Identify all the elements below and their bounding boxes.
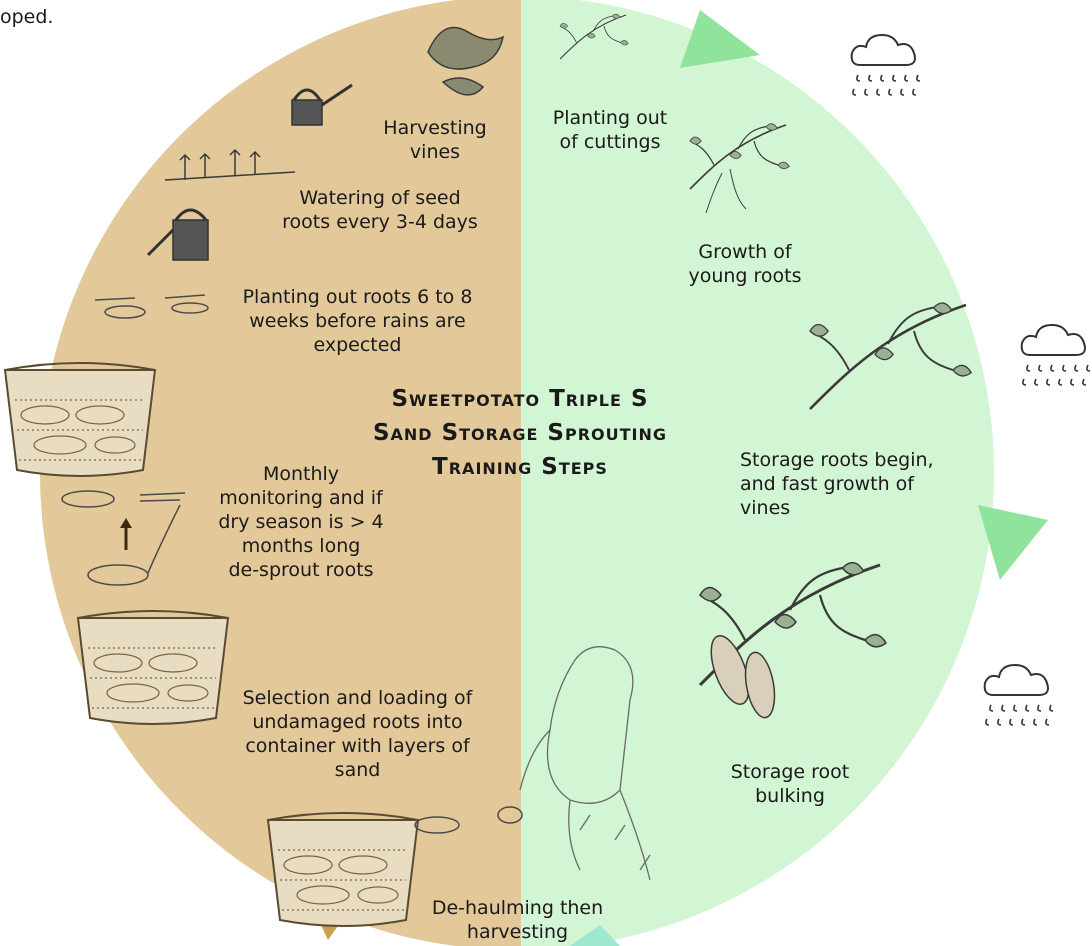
label-line: container with layers of	[205, 734, 510, 758]
header-fragment: oped.	[0, 6, 53, 28]
label-line: monitoring and if	[196, 486, 406, 510]
sand-basket-icon	[268, 813, 418, 926]
label-line: De-haulming then	[400, 896, 635, 920]
label-line: undamaged roots into	[205, 710, 510, 734]
sand-basket-icon	[5, 363, 155, 476]
label-line: weeks before rains are	[205, 309, 510, 333]
step-watering: Watering of seed roots every 3-4 days	[240, 186, 520, 234]
label-line: vines	[740, 496, 980, 520]
step-harvesting-vines: Harvesting vines	[360, 116, 510, 164]
step-monitoring: Monthly monitoring and if dry season is …	[196, 462, 406, 582]
label-line: Planting out	[535, 106, 685, 130]
step-root-bulking: Storage root bulking	[705, 760, 875, 808]
rain-cloud-icon	[985, 665, 1053, 725]
label-line: sand	[205, 758, 510, 782]
step-planting-roots: Planting out roots 6 to 8 weeks before r…	[205, 285, 510, 357]
label-line: bulking	[705, 784, 875, 808]
title-line: Sand Storage Sprouting	[300, 416, 740, 450]
label-line: vines	[360, 140, 510, 164]
label-line: young roots	[665, 264, 825, 288]
rain-cloud-icon	[852, 35, 920, 95]
label-line: de-sprout roots	[196, 558, 406, 582]
rain-cloud-icon	[1022, 325, 1090, 385]
label-line: Selection and loading of	[205, 686, 510, 710]
step-selection: Selection and loading of undamaged roots…	[205, 686, 510, 782]
label-line: Growth of	[665, 240, 825, 264]
step-dehaulming: De-haulming then harvesting	[400, 896, 635, 944]
label-line: Storage root	[705, 760, 875, 784]
label-line: Storage roots begin,	[740, 448, 980, 472]
step-young-roots: Growth of young roots	[665, 240, 825, 288]
label-line: roots every 3-4 days	[240, 210, 520, 234]
step-storage-roots-begin: Storage roots begin, and fast growth of …	[740, 448, 980, 520]
label-line: and fast growth of	[740, 472, 980, 496]
label-line: dry season is > 4	[196, 510, 406, 534]
title-line: Sweetpotato Triple S	[300, 382, 740, 416]
label-line: expected	[205, 333, 510, 357]
label-line: Monthly	[196, 462, 406, 486]
label-line: months long	[196, 534, 406, 558]
label-line: Harvesting	[360, 116, 510, 140]
step-planting-cuttings: Planting out of cuttings	[535, 106, 685, 154]
label-line: of cuttings	[535, 130, 685, 154]
label-line: harvesting	[400, 920, 635, 944]
label-line: Planting out roots 6 to 8	[205, 285, 510, 309]
label-line: Watering of seed	[240, 186, 520, 210]
